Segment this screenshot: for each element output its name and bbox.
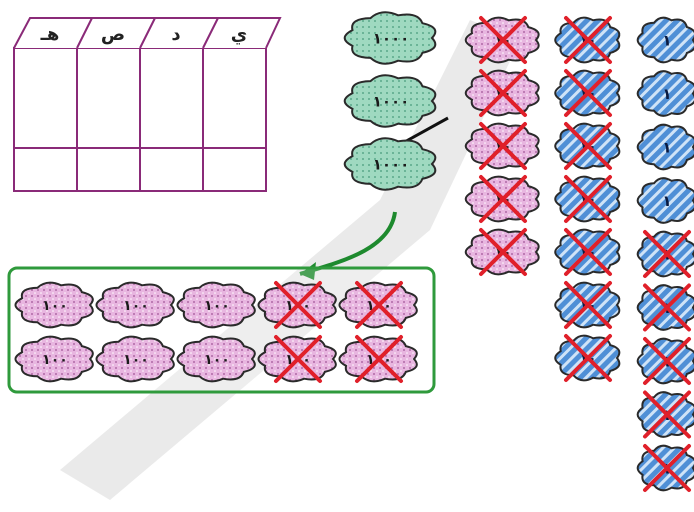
blue-one-token-label: ١ bbox=[662, 192, 671, 210]
blue-ten-token-cross-mark bbox=[564, 16, 612, 64]
thousand-token-label: ١٠٠٠ bbox=[373, 92, 410, 110]
pink-ten-token: ١٠ bbox=[464, 228, 540, 276]
hundred-token: ١٠٠ bbox=[95, 281, 175, 329]
pink-ten-token: ١٠ bbox=[464, 122, 540, 170]
blue-one-token: ١ bbox=[636, 70, 694, 117]
hundred-token-cross-mark bbox=[274, 281, 322, 329]
blue-ten-token: ١٠ bbox=[554, 228, 621, 276]
blue-one-token-label: ١ bbox=[662, 85, 671, 103]
hundred-token: ١٠٠ bbox=[176, 335, 256, 383]
pink-ten-token-cross-mark bbox=[479, 122, 527, 170]
blue-one-token-label: ١ bbox=[662, 31, 671, 49]
thousand-token: ١٠٠٠ bbox=[343, 74, 437, 128]
hundred-token-label: ١٠٠ bbox=[204, 352, 230, 368]
hundred-token-label: ١٠٠ bbox=[123, 352, 149, 368]
blue-ten-token-cross-mark bbox=[564, 175, 612, 223]
place-value-table: هـ ص د ي bbox=[13, 17, 282, 192]
hundred-token-label: ١٠٠ bbox=[42, 352, 68, 368]
pink-ten-token-cross-mark bbox=[479, 175, 527, 223]
blue-ten-token-cross-mark bbox=[564, 122, 612, 170]
blue-ten-token-cross-mark bbox=[564, 228, 612, 276]
pink-ten-token: ١٠ bbox=[464, 16, 540, 64]
hundred-token-label: ١٠٠ bbox=[204, 298, 230, 314]
header-thousands: هـ bbox=[40, 24, 60, 45]
pink-ten-token-cross-mark bbox=[479, 69, 527, 117]
hundred-token: ١٠٠ bbox=[176, 281, 256, 329]
thousand-token-label: ١٠٠٠ bbox=[373, 29, 410, 47]
thousand-token-label: ١٠٠٠ bbox=[373, 155, 410, 173]
pink-ten-token-cross-mark bbox=[479, 16, 527, 64]
blue-ten-token: ١٠ bbox=[554, 281, 621, 329]
blue-ten-token-cross-mark bbox=[564, 281, 612, 329]
header-tens: د bbox=[171, 24, 180, 45]
pink-ten-token: ١٠ bbox=[464, 69, 540, 117]
hundred-token-label: ١٠٠ bbox=[42, 298, 68, 314]
hundred-token-cross-mark bbox=[355, 281, 403, 329]
hundred-token-label: ١٠٠ bbox=[123, 298, 149, 314]
blue-one-token: ١ bbox=[636, 177, 694, 224]
blue-ten-token: ١٠ bbox=[554, 69, 621, 117]
blue-ten-token-cross-mark bbox=[564, 334, 612, 382]
blue-ten-token: ١٠ bbox=[554, 175, 621, 223]
thousand-token: ١٠٠٠ bbox=[343, 11, 437, 65]
hundred-token: ١٠٠ bbox=[338, 335, 418, 383]
blue-one-token: ١ bbox=[636, 390, 694, 439]
blue-one-token-cross-mark bbox=[643, 283, 691, 332]
blue-one-token: ١ bbox=[636, 337, 694, 385]
blue-ten-token: ١٠ bbox=[554, 16, 621, 64]
blue-one-token: ١ bbox=[636, 230, 694, 278]
hundred-token: ١٠٠ bbox=[14, 335, 94, 383]
blue-ten-token: ١٠ bbox=[554, 334, 621, 382]
blue-one-token-cross-mark bbox=[643, 337, 691, 385]
header-ones: ي bbox=[231, 24, 248, 45]
blue-ten-token: ١٠ bbox=[554, 122, 621, 170]
hundred-token: ١٠٠ bbox=[257, 281, 337, 329]
blue-one-token-label: ١ bbox=[662, 138, 671, 156]
blue-one-token-cross-mark bbox=[643, 444, 691, 492]
hundred-token: ١٠٠ bbox=[14, 281, 94, 329]
hundred-token: ١٠٠ bbox=[338, 281, 418, 329]
blue-one-token: ١ bbox=[636, 16, 694, 64]
pink-ten-token-cross-mark bbox=[479, 228, 527, 276]
hundred-token-cross-mark bbox=[355, 335, 403, 383]
watermark-band bbox=[60, 20, 520, 500]
blue-one-token: ١ bbox=[636, 123, 694, 171]
hundred-token: ١٠٠ bbox=[95, 335, 175, 383]
blue-one-token-cross-mark bbox=[643, 230, 691, 278]
blue-one-token-cross-mark bbox=[643, 390, 691, 439]
hundred-token: ١٠٠ bbox=[257, 335, 337, 383]
header-hundreds: ص bbox=[101, 24, 125, 45]
pink-ten-token: ١٠ bbox=[464, 175, 540, 223]
thousand-token: ١٠٠٠ bbox=[343, 137, 437, 191]
blue-one-token: ١ bbox=[636, 283, 694, 332]
blue-one-token: ١ bbox=[636, 444, 694, 492]
blue-ten-token-cross-mark bbox=[564, 69, 612, 117]
hundred-token-cross-mark bbox=[274, 335, 322, 383]
